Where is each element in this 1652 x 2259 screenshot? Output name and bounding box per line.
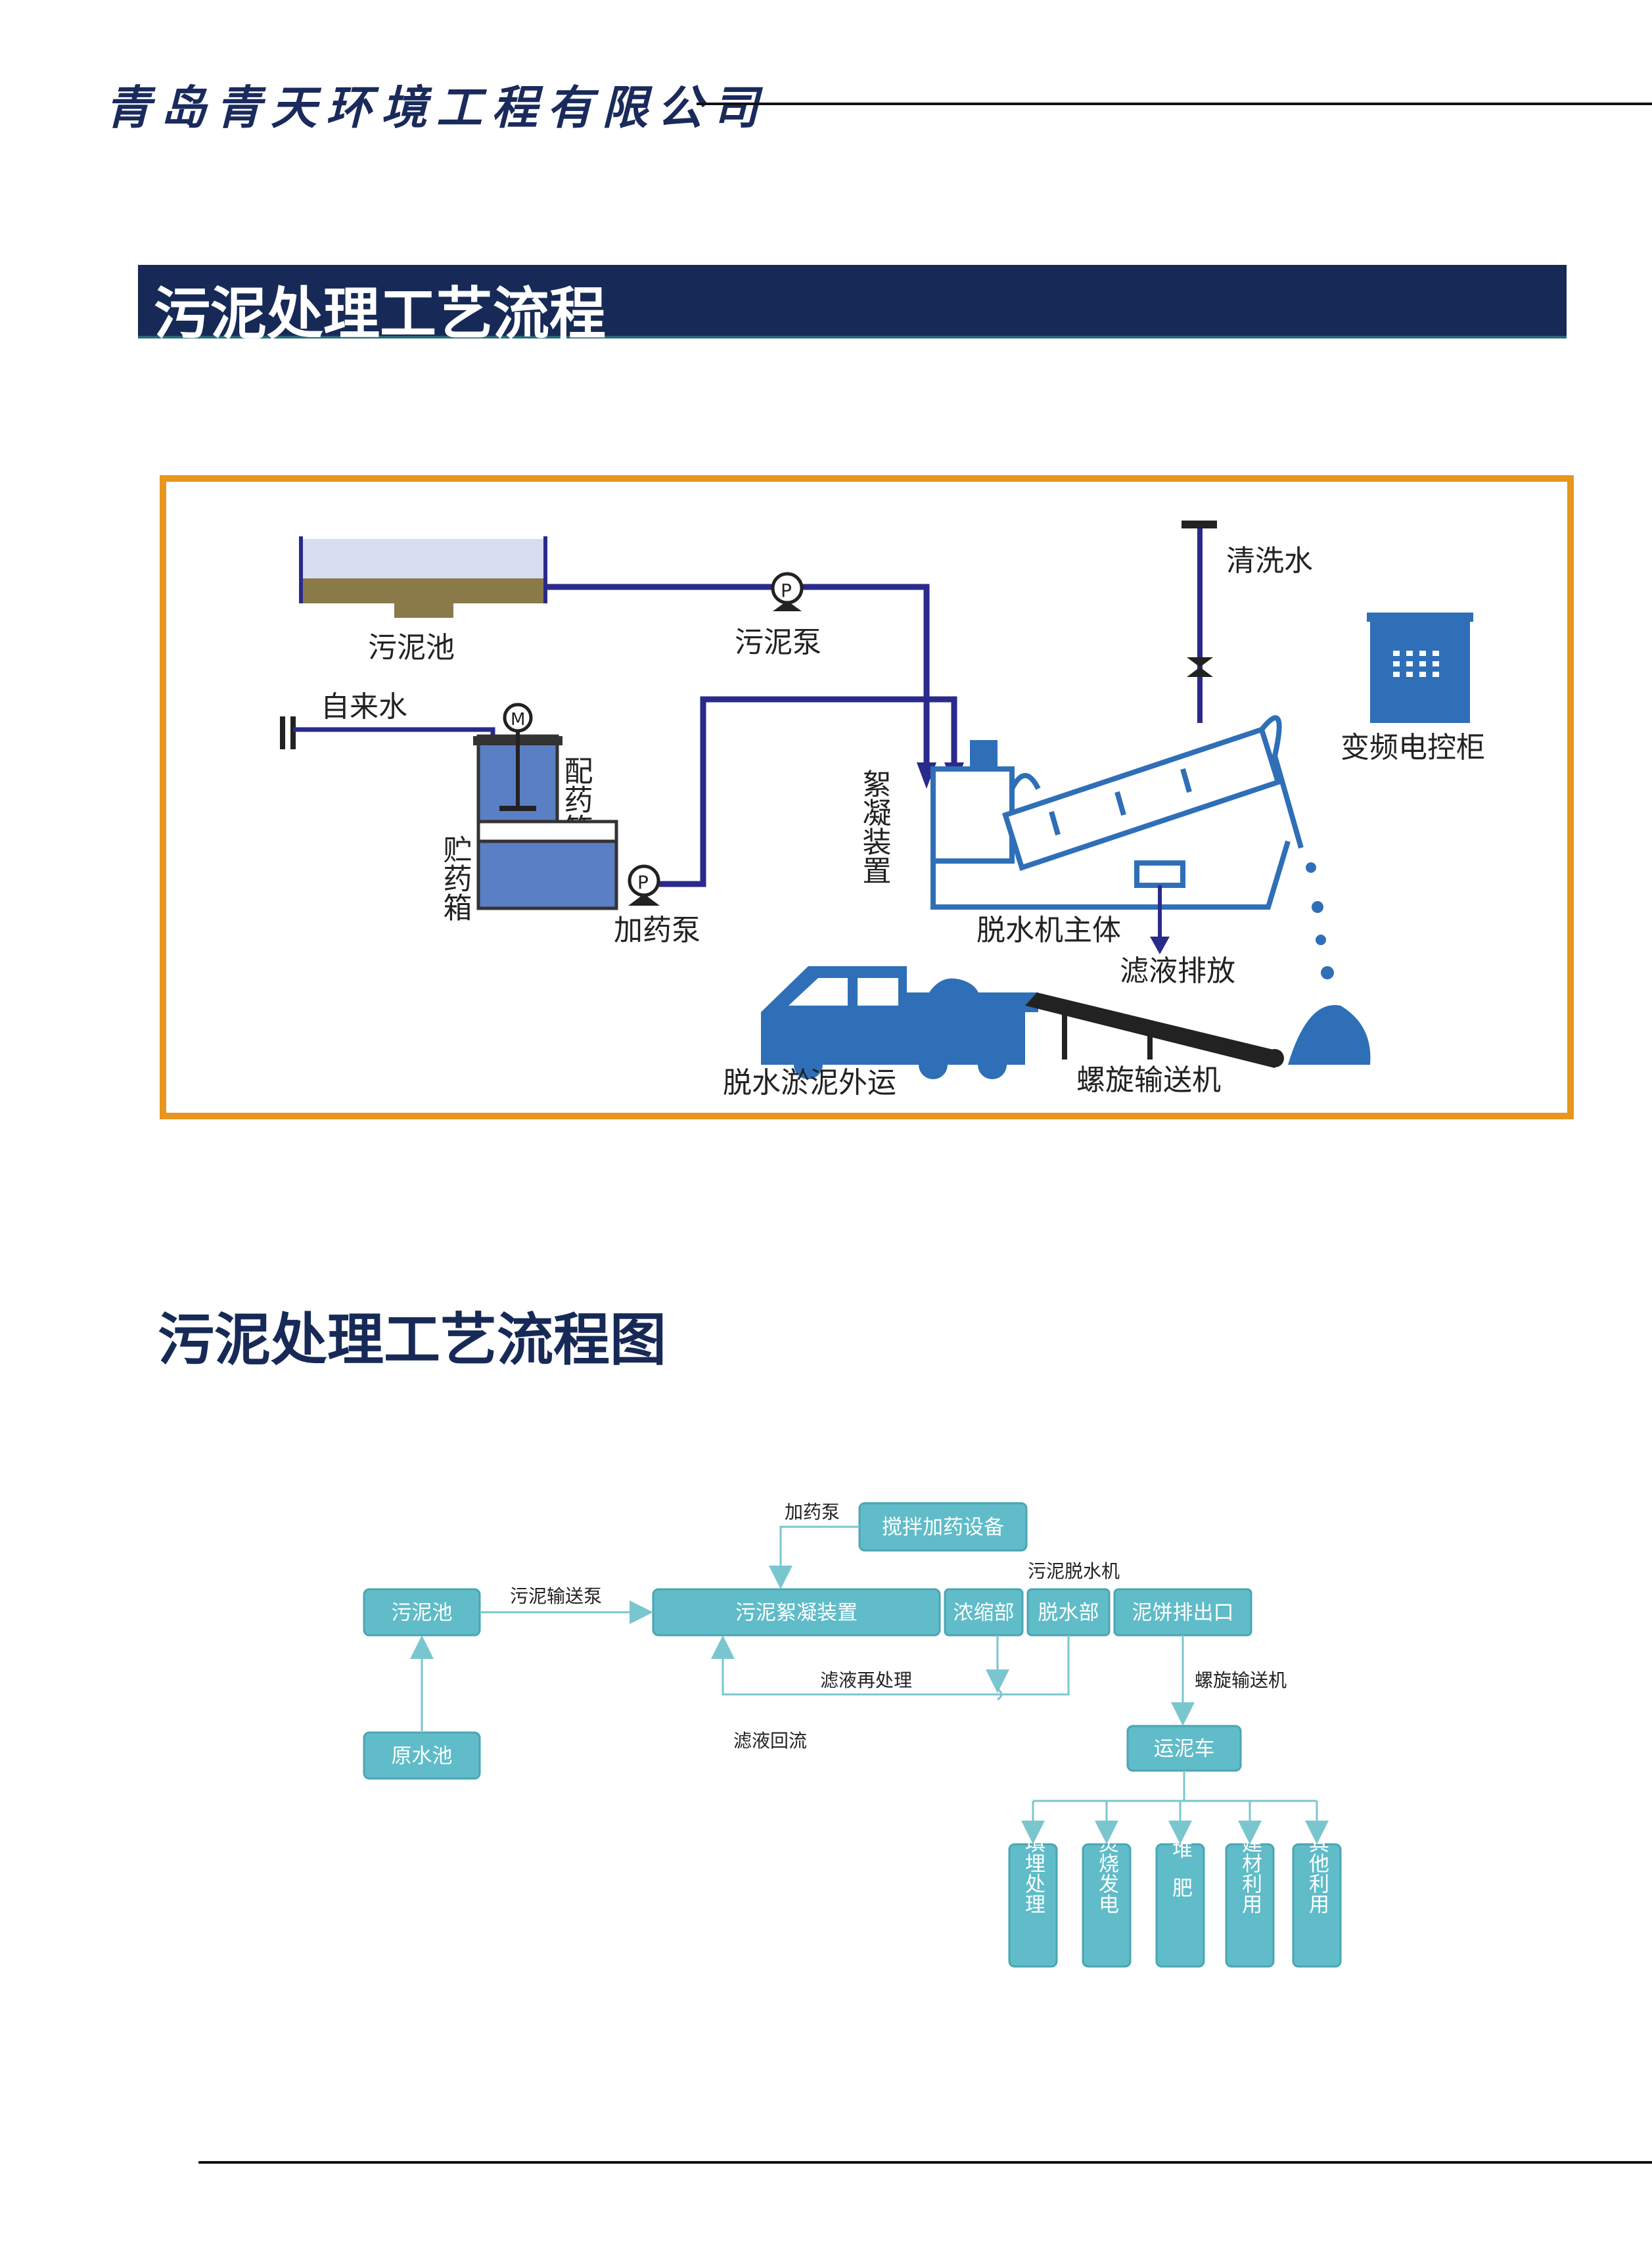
edge-label-filtrate-retreatment: 滤液再处理 — [820, 1669, 912, 1691]
dosing-pipe — [647, 696, 957, 887]
svg-text:泥饼排出口: 泥饼排出口 — [1132, 1601, 1234, 1625]
sludge-pipe — [545, 584, 930, 776]
label-flocculation: 絮凝装置 — [858, 769, 891, 885]
label-tap-water: 自来水 — [321, 690, 407, 724]
label-sludge-transport: 脱水淤泥外运 — [723, 1066, 896, 1100]
label-filtrate-discharge: 滤液排放 — [1120, 954, 1235, 988]
svg-text:建材利用: 建材利用 — [1238, 1832, 1262, 1914]
flowchart-title: 污泥处理工艺流程图 — [158, 1307, 666, 1373]
svg-text:污泥池: 污泥池 — [392, 1601, 453, 1625]
edge-crossover — [997, 1688, 1003, 1701]
node-sludge-truck: 运泥车 — [1126, 1725, 1242, 1772]
edge-label-screw-conveyor: 螺旋输送机 — [1195, 1669, 1287, 1691]
label-screw-conveyor: 螺旋输送机 — [1076, 1063, 1221, 1097]
node-other-use: 其他利用 — [1292, 1832, 1342, 1968]
section-title-bar: 污泥处理工艺流程 — [138, 265, 1567, 347]
sludge-tank — [299, 536, 547, 618]
edge-label-sludge-transfer-pump: 污泥输送泵 — [510, 1585, 602, 1607]
sludge-pump-icon: P — [771, 572, 804, 611]
sludge-pile — [1288, 1005, 1371, 1065]
sludge-drops — [1306, 862, 1334, 979]
svg-text:搅拌加药设备: 搅拌加药设备 — [882, 1516, 1004, 1539]
svg-text:脱水部: 脱水部 — [1038, 1601, 1099, 1625]
node-flocculation-device: 污泥絮凝装置 — [652, 1588, 941, 1637]
edge-label-filtrate-return: 滤液回流 — [733, 1730, 807, 1752]
svg-text:污泥絮凝装置: 污泥絮凝装置 — [735, 1601, 858, 1625]
svg-text:原水池: 原水池 — [392, 1744, 453, 1768]
node-thickening: 浓缩部 — [944, 1588, 1024, 1637]
node-raw-water-pool: 原水池 — [363, 1731, 481, 1780]
edge-filtrate-retreatment — [711, 1635, 1070, 1696]
company-name: 青岛青天环境工程有限公司 — [105, 80, 768, 135]
node-sludge-pool: 污泥池 — [363, 1588, 481, 1637]
label-dosing-pump: 加药泵 — [614, 914, 700, 947]
node-cake-outlet: 泥饼排出口 — [1113, 1588, 1252, 1637]
truck-windows — [789, 978, 898, 1006]
svg-text:焚烧发电: 焚烧发电 — [1095, 1832, 1119, 1914]
storage-tank — [476, 820, 618, 910]
washing-water-valve — [1187, 657, 1213, 677]
dosing-pump-icon: P — [628, 864, 660, 906]
node-mixing-dosing: 搅拌加药设备 — [858, 1502, 1028, 1552]
svg-text:填埋处理: 填埋处理 — [1021, 1832, 1045, 1914]
svg-text:浓缩部: 浓缩部 — [953, 1601, 1015, 1625]
svg-text:其他利用: 其他利用 — [1305, 1832, 1329, 1914]
label-storage-tank: 贮药箱 — [438, 835, 472, 921]
footer-divider — [198, 2161, 1652, 2164]
label-sludge-pump: 污泥泵 — [735, 626, 821, 659]
svg-text:运泥车: 运泥车 — [1154, 1737, 1215, 1761]
washing-water-valve-top — [1182, 521, 1217, 528]
edge-label-dosing-pump: 加药泵 — [785, 1501, 840, 1523]
svg-text:M: M — [511, 710, 525, 730]
node-compost: 堆肥 — [1155, 1838, 1205, 1968]
node-landfill: 填埋处理 — [1008, 1832, 1058, 1968]
label-washing-water: 清洗水 — [1226, 544, 1313, 578]
svg-text:P: P — [637, 872, 649, 893]
label-control-cabinet: 变频电控柜 — [1341, 731, 1485, 764]
label-sludge-tank: 污泥池 — [368, 631, 455, 664]
svg-text:P: P — [781, 580, 792, 601]
label-dewatering-body: 脱水机主体 — [976, 914, 1121, 947]
edge-label-dewatering-machine: 污泥脱水机 — [1028, 1560, 1120, 1582]
node-building-material: 建材利用 — [1225, 1832, 1275, 1968]
svg-text:堆肥: 堆肥 — [1168, 1838, 1192, 1916]
control-cabinet — [1367, 613, 1473, 723]
node-dewatering: 脱水部 — [1026, 1588, 1111, 1637]
edge-dosing-pump — [769, 1525, 860, 1589]
illustration-frame — [160, 475, 1574, 1119]
node-incineration: 焚烧发电 — [1082, 1832, 1132, 1968]
dewatering-machine — [930, 715, 1304, 910]
screw-conveyor — [1025, 992, 1284, 1068]
header-divider — [697, 103, 1652, 105]
section-title: 污泥处理工艺流程 — [154, 281, 606, 347]
